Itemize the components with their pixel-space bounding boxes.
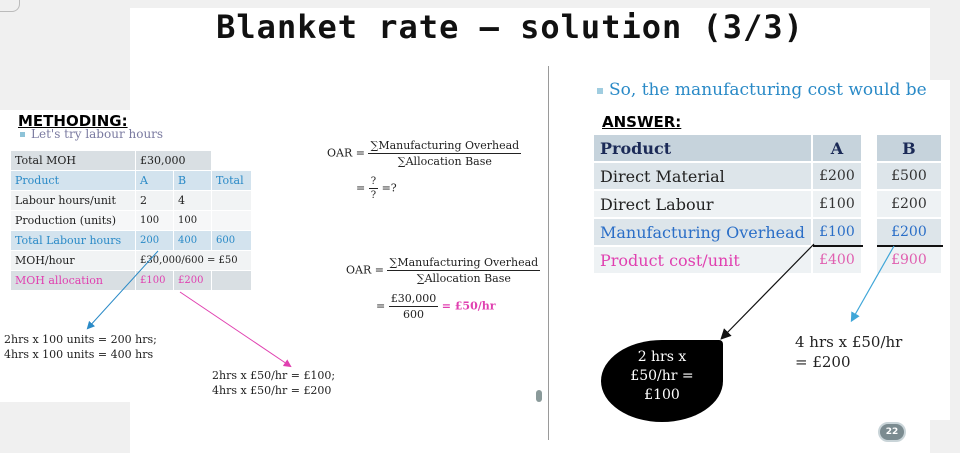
header-total: Total <box>211 170 252 191</box>
cell-b: 400 <box>173 230 212 251</box>
value-numerator: £30,000 <box>388 292 439 307</box>
formula-denominator: ∑Allocation Base <box>397 155 492 168</box>
cell-b: £200 <box>874 217 943 247</box>
note-line: 2hrs x £50/hr = £100; <box>212 369 336 382</box>
cell-a: 2 <box>135 190 174 211</box>
cell-label: MOH/hour <box>10 250 136 271</box>
formula-lhs: OAR = <box>327 146 365 160</box>
note-line: = £200 <box>795 353 851 371</box>
question-numerator: ? <box>368 176 379 189</box>
cell-a: £200 <box>810 161 863 191</box>
bullet-icon <box>20 132 25 137</box>
equals-sign: = <box>376 299 386 313</box>
formula-numerator: ∑Manufacturing Overhead <box>368 139 522 154</box>
table-row: Labour hours/unit 2 4 <box>10 190 252 211</box>
formula-lhs: OAR = <box>346 263 384 277</box>
header-b: B <box>173 170 212 191</box>
bubble-line: £50/hr = <box>630 368 694 384</box>
table-row: MOH allocation £100 £200 <box>10 270 252 291</box>
cell-label: Production (units) <box>10 210 136 231</box>
cell-a: £100 <box>810 189 863 219</box>
cell-value: £30,000/600 = £50 <box>135 250 252 271</box>
header-product: Product <box>10 170 136 191</box>
cell-a: £400 <box>810 245 863 275</box>
question-denominator: ? <box>370 190 377 201</box>
value-denominator: 600 <box>402 308 424 321</box>
bullet-icon <box>597 87 603 94</box>
formula-denominator: ∑Allocation Base <box>416 272 511 285</box>
cell-a: £100 <box>810 217 863 247</box>
intro-text: Let's try labour hours <box>20 127 163 141</box>
cell-label: MOH allocation <box>10 270 136 291</box>
bubble-line: 2 hrs x <box>637 349 687 365</box>
cell-total: 600 <box>211 230 252 251</box>
page-number: 22 <box>878 422 906 442</box>
row-label: Direct Labour <box>592 189 813 219</box>
cell-b: £900 <box>874 245 943 275</box>
cell-b: £200 <box>874 189 943 219</box>
equals-sign: = <box>356 181 366 195</box>
oar-formula-1-result: = ? ? =? <box>356 176 397 201</box>
table-row: Product cost/unit £400 £900 <box>592 245 943 275</box>
header-product: Product <box>592 133 813 163</box>
header-b: B <box>874 133 943 163</box>
decorative-dot <box>536 390 542 402</box>
callout-bubble: 2 hrs x £50/hr = £100 <box>601 340 723 422</box>
oar-result: = £50/hr <box>441 299 496 313</box>
note-line: 4hrs x 100 units = 400 hrs <box>4 348 154 361</box>
answer-heading: ANSWER: <box>602 113 682 131</box>
cell-b: 4 <box>173 190 212 211</box>
methoding-heading: METHODING: <box>18 112 128 130</box>
bubble-line: £100 <box>644 387 680 403</box>
table-header-row: Product A B Total <box>10 170 252 191</box>
hours-note: 2hrs x 100 units = 200 hrs; 4hrs x 100 u… <box>4 332 157 362</box>
cell-a: 100 <box>135 210 174 231</box>
table-row: Direct Material £200 £500 <box>592 161 943 191</box>
value-fraction: £30,000 600 <box>388 292 439 321</box>
answer-intro: So, the manufacturing cost would be <box>597 80 927 100</box>
row-label: Product cost/unit <box>592 245 813 275</box>
table-row: Direct Labour £100 £200 <box>592 189 943 219</box>
answer-table: Product A B Direct Material £200 £500 Di… <box>592 133 943 275</box>
formula-numerator: ∑Manufacturing Overhead <box>387 256 541 271</box>
overhead-b-note: 4 hrs x £50/hr = £200 <box>795 332 902 372</box>
header-a: A <box>810 133 863 163</box>
oar-formula-2-result: = £30,000 600 = £50/hr <box>376 292 496 321</box>
cell-b: 100 <box>173 210 212 231</box>
cell-a: £100 <box>135 270 174 291</box>
question-tail: =? <box>381 181 397 195</box>
cell-b: £500 <box>874 161 943 191</box>
row-label: Direct Material <box>592 161 813 191</box>
cell-b: £200 <box>173 270 212 291</box>
cell-label: Total Labour hours <box>10 230 136 251</box>
intro-label: Let's try labour hours <box>31 127 164 141</box>
header-a: A <box>135 170 174 191</box>
cell-label: Total MOH <box>10 150 136 171</box>
window-corner <box>0 0 20 12</box>
note-line: 2hrs x 100 units = 200 hrs; <box>4 333 157 346</box>
allocation-note: 2hrs x £50/hr = £100; 4hrs x £50/hr = £2… <box>212 368 335 398</box>
note-line: 4hrs x £50/hr = £200 <box>212 384 332 397</box>
oar-formula-1: OAR = ∑Manufacturing Overhead ∑Allocatio… <box>327 139 522 168</box>
table-row: Total MOH £30,000 <box>10 150 252 171</box>
question-fraction: ? ? <box>368 176 379 201</box>
table-header-row: Product A B <box>592 133 943 163</box>
row-label: Manufacturing Overhead <box>592 217 813 247</box>
cell-label: Labour hours/unit <box>10 190 136 211</box>
answer-intro-label: So, the manufacturing cost would be <box>609 80 927 100</box>
note-line: 4 hrs x £50/hr <box>795 333 903 351</box>
table-row: Total Labour hours 200 400 600 <box>10 230 252 251</box>
slide-divider <box>548 66 549 440</box>
table-row: Production (units) 100 100 <box>10 210 252 231</box>
cell-a: 200 <box>135 230 174 251</box>
formula-fraction: ∑Manufacturing Overhead ∑Allocation Base <box>387 256 541 285</box>
table-row: Manufacturing Overhead £100 £200 <box>592 217 943 247</box>
slide-title: Blanket rate – solution (3/3) <box>216 8 804 46</box>
methoding-table: Total MOH £30,000 Product A B Total Labo… <box>10 150 252 291</box>
table-row: MOH/hour £30,000/600 = £50 <box>10 250 252 271</box>
oar-formula-2: OAR = ∑Manufacturing Overhead ∑Allocatio… <box>346 256 541 285</box>
cell-value: £30,000 <box>135 150 212 171</box>
formula-fraction: ∑Manufacturing Overhead ∑Allocation Base <box>368 139 522 168</box>
